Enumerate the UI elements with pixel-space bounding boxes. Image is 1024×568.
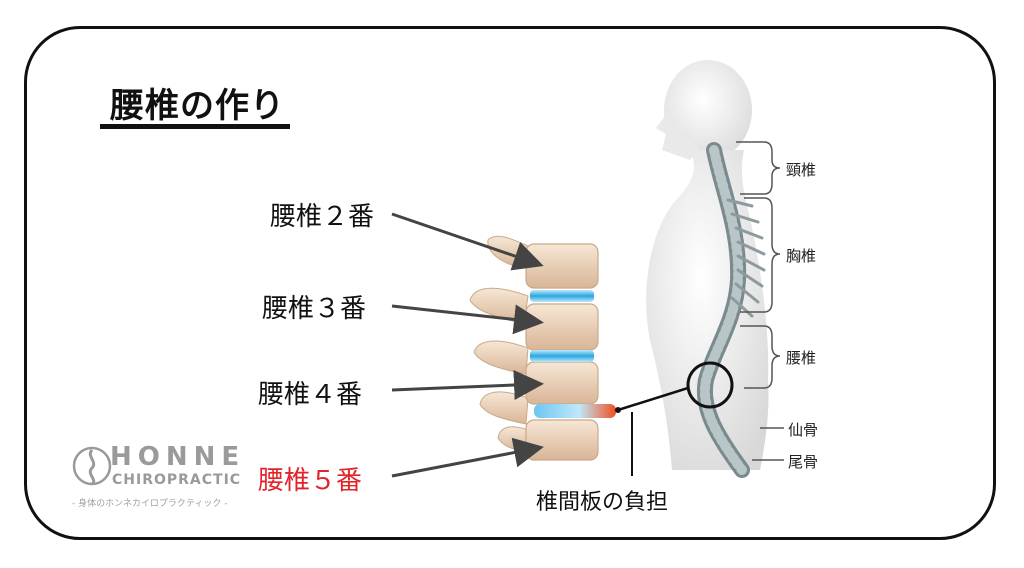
label-l2: 腰椎２番 [270,202,375,232]
region-lumbar: 腰椎 [786,349,817,367]
vertebra-l5 [525,419,599,461]
intervertebral-discs [530,290,616,418]
label-l3: 腰椎３番 [262,294,367,324]
disc-l2-l3 [530,290,594,302]
lumbar-highlight-circle [686,361,734,409]
spine-on-body [696,142,766,478]
logo-tagline: - 身体のホンネカイロプラクティック - [72,499,228,509]
region-coccyx: 尾骨 [788,453,819,471]
region-cervical: 頸椎 [786,161,817,179]
logo-subtitle: CHIROPRACTIC [112,472,242,488]
vertebral-bodies [525,243,599,461]
logo-wordmark: HONNE [110,442,246,472]
disc-l3-l4 [530,350,594,362]
logo-mark [72,446,112,486]
page-title: 腰椎の作り [110,86,285,126]
region-thoracic: 胸椎 [786,247,817,265]
label-l5: 腰椎５番 [258,466,363,496]
disc-l4-l5 [534,404,616,418]
vertebra-l2 [525,243,599,289]
disc-caption: 椎間板の負担 [536,490,669,515]
region-brackets [736,141,784,461]
region-sacrum: 仙骨 [788,421,819,439]
label-arrows [391,212,544,478]
vertebra-processes [469,235,531,453]
vertebra-l3 [525,303,599,351]
label-l4: 腰椎４番 [258,380,363,410]
title-underline [100,124,290,129]
brand-logo: HONNE CHIROPRACTIC - 身体のホンネカイロプラクティック - [66,442,240,512]
